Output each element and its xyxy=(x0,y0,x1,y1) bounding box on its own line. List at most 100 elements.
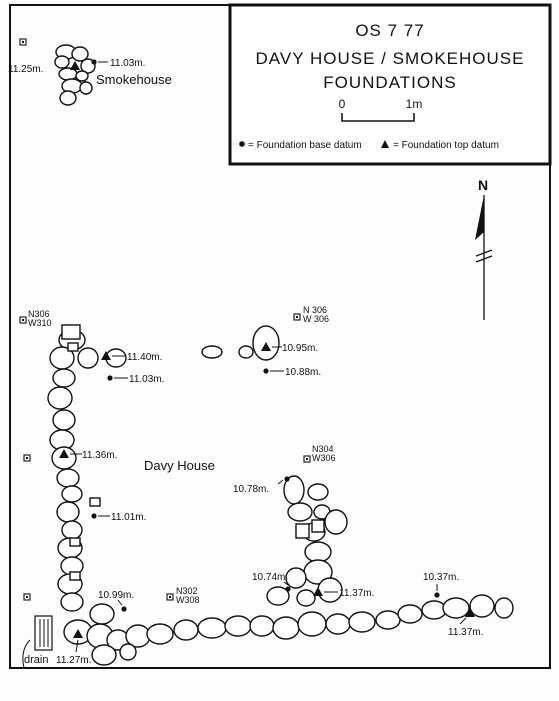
grid-marker-center xyxy=(26,596,28,598)
grid-marker-symbol xyxy=(166,593,174,601)
stone xyxy=(47,386,73,410)
stone xyxy=(296,589,316,607)
grid-marker-label-west: W310 xyxy=(28,318,52,328)
elevation-leader xyxy=(75,639,79,653)
elevation-label: 10.88m. xyxy=(285,367,321,378)
elevation-label: 11.37m. xyxy=(448,627,483,638)
grid-marker-center xyxy=(22,41,24,43)
elevation-label: 10.78m. xyxy=(233,484,269,495)
foundation-stones xyxy=(47,44,514,666)
stone xyxy=(325,613,351,635)
elevation-label: 11.03m. xyxy=(110,58,145,69)
top-datum-marker xyxy=(101,351,111,360)
scale-one-label: 1m xyxy=(406,97,423,111)
stone xyxy=(421,600,447,620)
grid-marker-center xyxy=(296,316,298,318)
squared-stone xyxy=(61,324,81,340)
stone xyxy=(56,501,80,523)
stone xyxy=(307,483,329,501)
grid-marker-symbol xyxy=(19,316,27,324)
scale-bar: 0 1m xyxy=(339,97,423,122)
squared-stone xyxy=(67,342,79,352)
grid-marker-center xyxy=(26,457,28,459)
elevation-label: 10.74m. xyxy=(252,572,288,583)
elevation-label: 10.99m. xyxy=(98,590,134,601)
grid-marker-label-north: N 306 xyxy=(303,305,327,315)
base-datum-marker xyxy=(284,476,290,482)
north-arrow: N xyxy=(475,177,493,320)
base-datum-marker xyxy=(91,59,97,65)
stone xyxy=(287,502,313,522)
elevation-label: 11.40m. xyxy=(127,352,162,363)
top-datum-marker xyxy=(59,449,69,458)
smokehouse-label: Smokehouse xyxy=(96,72,172,87)
elevation-label: 11.27m. xyxy=(56,655,91,666)
elevation-label: 11.01m. xyxy=(111,512,146,523)
stone xyxy=(119,643,137,661)
grid-marker-symbol xyxy=(23,454,31,462)
stone xyxy=(442,597,470,619)
squared-stone xyxy=(295,523,310,539)
stone xyxy=(397,604,423,624)
grid-marker-label-west: W306 xyxy=(312,453,336,463)
stone xyxy=(61,485,83,503)
scale-line xyxy=(341,113,415,122)
north-arrowhead xyxy=(475,195,484,240)
stone xyxy=(54,55,70,69)
stone xyxy=(173,619,199,641)
legend-box: OS 7 77 DAVY HOUSE / SMOKEHOUSE FOUNDATI… xyxy=(228,3,552,166)
north-tick-2 xyxy=(475,255,493,263)
top-datum-marker xyxy=(465,608,475,617)
elevation-label: 11.37m. xyxy=(339,588,374,599)
drain-outline xyxy=(34,615,53,651)
grid-marker-label-west: W 306 xyxy=(303,314,329,324)
legend-title-line1: DAVY HOUSE / SMOKEHOUSE xyxy=(256,49,525,68)
grid-marker-symbol xyxy=(23,593,31,601)
stone xyxy=(297,611,327,637)
grid-marker-label-west: W308 xyxy=(176,595,200,605)
top-datum-marker xyxy=(70,61,80,70)
stone xyxy=(201,345,223,359)
stone xyxy=(56,468,80,488)
grid-marker-symbol xyxy=(19,38,27,46)
stone xyxy=(469,594,495,618)
stone xyxy=(494,597,514,619)
stone xyxy=(59,90,77,106)
stone xyxy=(324,509,348,535)
elevation-label: 10.95m. xyxy=(282,343,318,354)
base-datum-label: = Foundation base datum xyxy=(248,140,362,151)
drain: drain xyxy=(22,615,53,669)
drain-leader xyxy=(22,639,31,669)
stone xyxy=(224,615,252,637)
stone xyxy=(285,567,307,589)
stone xyxy=(61,520,83,540)
north-label: N xyxy=(478,177,488,193)
stone xyxy=(375,610,401,630)
scale-zero-label: 0 xyxy=(339,97,346,111)
stone xyxy=(77,347,99,369)
grid-marker-label-north: N306 xyxy=(28,309,50,319)
elevation-leader xyxy=(277,479,284,485)
davy-house-label: Davy House xyxy=(144,458,215,473)
stone xyxy=(75,70,89,82)
grid-marker-symbol xyxy=(293,313,301,321)
grid-marker-label-north: N302 xyxy=(176,586,198,596)
base-datum-symbol xyxy=(239,141,245,147)
elevation-label: 10.37m. xyxy=(423,572,459,583)
stone xyxy=(249,615,275,637)
stone xyxy=(272,616,300,640)
legend-title-line2: FOUNDATIONS xyxy=(323,73,456,92)
base-datum-marker xyxy=(121,606,127,612)
top-datum-symbol xyxy=(381,140,389,148)
stone xyxy=(60,592,84,612)
elevation-leader xyxy=(283,581,289,586)
grid-marker-label-north: N304 xyxy=(312,444,334,454)
grid-marker-symbol xyxy=(303,455,311,463)
grid-marker-center xyxy=(306,458,308,460)
squared-stone xyxy=(89,497,101,507)
elevation-label: 11.36m. xyxy=(82,450,117,461)
stone xyxy=(266,586,290,606)
drain-label: drain xyxy=(24,654,48,666)
top-datum-marker xyxy=(73,629,83,638)
